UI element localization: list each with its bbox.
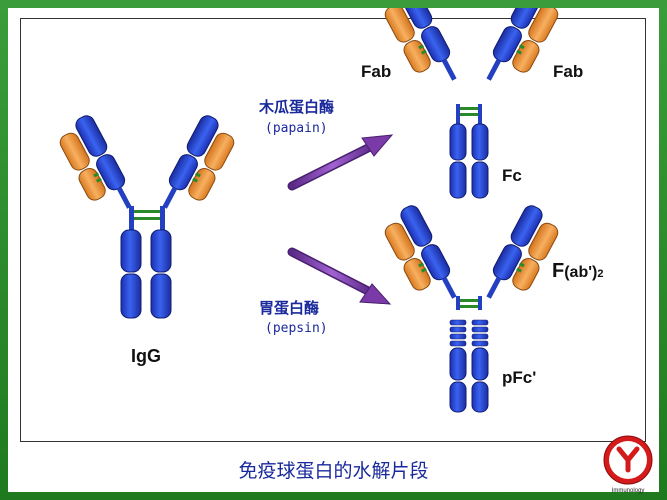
igg-label: IgG: [131, 346, 161, 366]
pepsin-english-label: (pepsin): [265, 321, 328, 336]
pfc-label: pFc': [502, 368, 537, 387]
papain-english-label: (papain): [265, 121, 328, 136]
immunology-logo: [603, 435, 653, 485]
fab2-label: F(ab')2: [552, 260, 603, 283]
pepsin-arrow: [287, 247, 392, 305]
pepsin-fragments: [378, 202, 565, 413]
papain-chinese-label: 木瓜蛋白酶: [259, 98, 335, 116]
slide-caption: 免疫球蛋白的水解片段: [238, 460, 429, 482]
fab2-label-sub: (ab'): [564, 264, 598, 281]
fab-label-left: Fab: [361, 62, 392, 81]
fab2-label-num: 2: [597, 268, 604, 280]
fab2-label-main: F: [552, 260, 565, 282]
slide-panel: IgG Fab Fab Fc F(ab')2 pFc' 木瓜蛋白酶 (papai…: [8, 8, 659, 494]
antibody-diagram: [53, 8, 653, 485]
logo-text: Immunology: [611, 488, 645, 494]
papain-fragments: [378, 8, 565, 199]
papain-arrow: [287, 134, 394, 191]
fab-label-right: Fab: [553, 62, 584, 81]
igg-antibody: [53, 112, 241, 319]
pepsin-chinese-label: 胃蛋白酶: [259, 299, 320, 317]
fc-label: Fc: [502, 166, 522, 185]
